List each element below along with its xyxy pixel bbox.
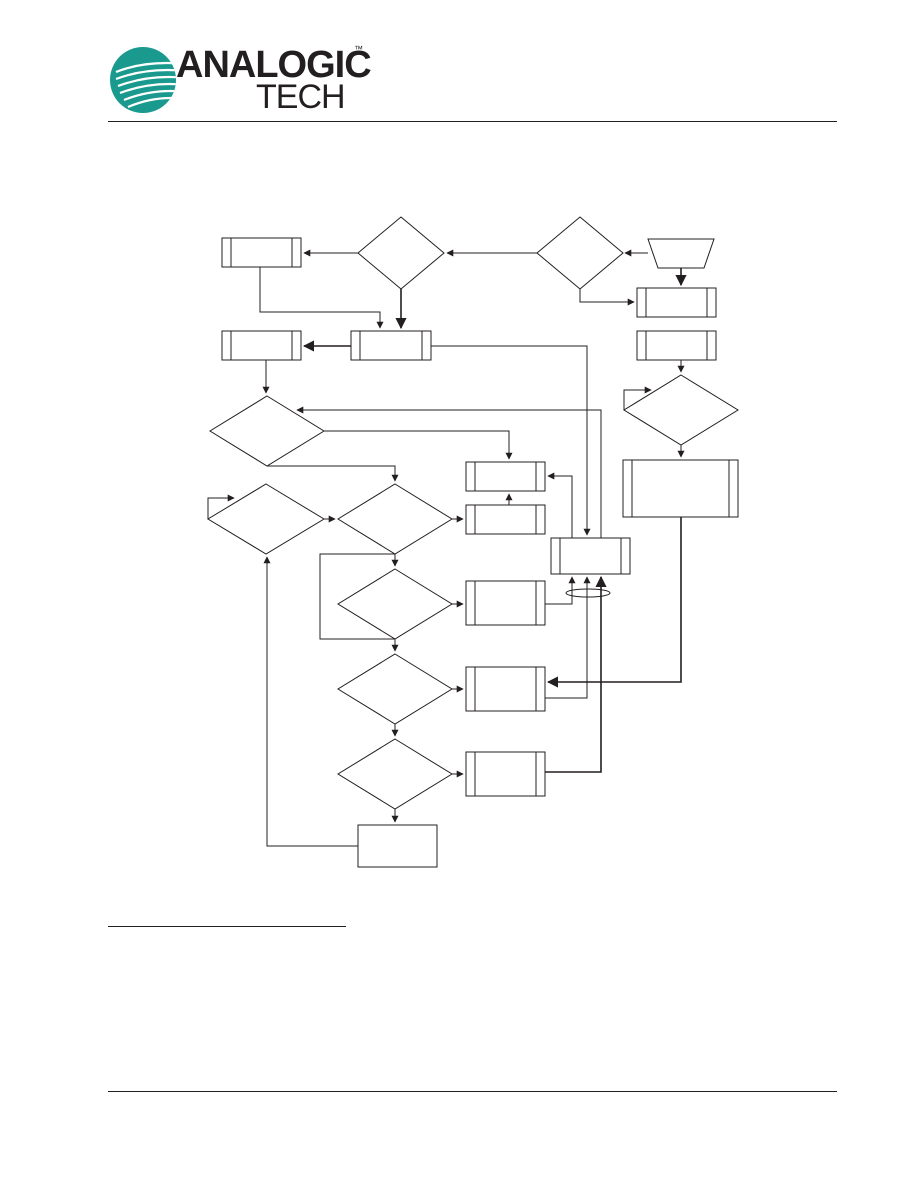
footer-rule (108, 1091, 837, 1092)
header-rule (108, 121, 837, 122)
process-box-action-1 (465, 580, 546, 626)
process-box-action-3 (465, 751, 546, 797)
decision-left-loop (207, 483, 325, 555)
trademark-symbol: ™ (354, 44, 363, 54)
logo-wordmark-tech: TECH (256, 78, 346, 116)
decision-top-right (536, 216, 624, 290)
decision-top-center (357, 216, 445, 290)
process-box-mid-lower (465, 504, 546, 535)
bundle-ellipse (565, 588, 611, 598)
process-box-bottom (357, 824, 438, 868)
decision-left-upper (209, 395, 325, 467)
decision-center-3 (337, 653, 453, 725)
section-rule (108, 926, 346, 927)
connectors (207, 249, 687, 847)
process-box-right-large (622, 459, 739, 518)
decision-center-2 (337, 568, 453, 640)
decision-right (623, 374, 739, 446)
start-terminal (647, 238, 715, 269)
loop-line-center (319, 553, 395, 640)
process-box-right-2 (636, 330, 717, 361)
process-box-row2-left (221, 330, 302, 361)
process-box-top-left (221, 237, 302, 268)
process-box-mid-upper (465, 461, 546, 492)
analogictech-logo (110, 47, 176, 113)
decision-center-4 (337, 738, 453, 810)
decision-center-1 (337, 483, 453, 555)
process-box-row2-center (350, 330, 432, 361)
process-box-hub (550, 537, 631, 575)
process-box-action-2 (465, 666, 546, 712)
logo-wordmark-analogic: ANALOGIC (176, 44, 372, 86)
process-box-right-1 (636, 287, 717, 318)
